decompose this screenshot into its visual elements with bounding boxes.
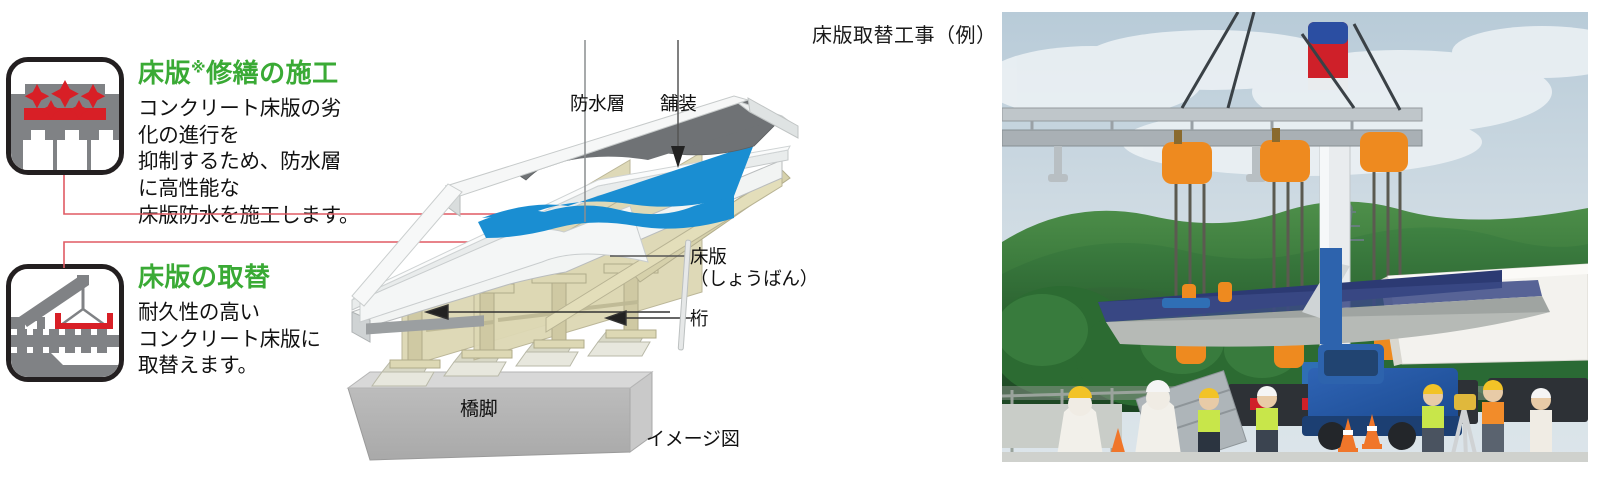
label-waterproof-layer: 防水層 <box>570 93 625 114</box>
block-1-body: コンクリート床版の劣化の進行を 抑制するため、防水層に高性能な 床版防水を施工し… <box>138 97 360 227</box>
label-girder: 桁 <box>690 308 709 329</box>
block-1-title: 床版※修繕の施工 <box>138 60 339 86</box>
block-1-title-reference-mark: ※ <box>191 59 207 77</box>
deck-repair-waterproofing-icon <box>6 57 124 175</box>
photo-caption: 床版取替工事（例） <box>812 25 997 47</box>
block-2-body: 耐久性の高い コンクリート床版に 取替えます。 <box>138 301 321 378</box>
block-1-title-rest: 修繕の施工 <box>206 58 339 88</box>
deck-replacement-crane-icon <box>6 264 124 382</box>
diagram-caption: イメージ図 <box>646 429 740 450</box>
label-pavement: 舗装 <box>660 93 697 114</box>
left-explanation-column: 床版※修繕の施工 コンクリート床版の劣化の進行を 抑制するため、防水層に高性能な… <box>0 0 360 488</box>
block-2-title: 床版の取替 <box>138 262 271 292</box>
bridge-deck-isometric-diagram <box>330 0 800 488</box>
deck-replacement-worksite-photo <box>1002 12 1588 462</box>
label-deck-slab: 床版 （しょうばん） <box>690 246 819 289</box>
block-1-title-text: 床版 <box>138 58 192 88</box>
label-pier: 橋脚 <box>460 399 498 420</box>
